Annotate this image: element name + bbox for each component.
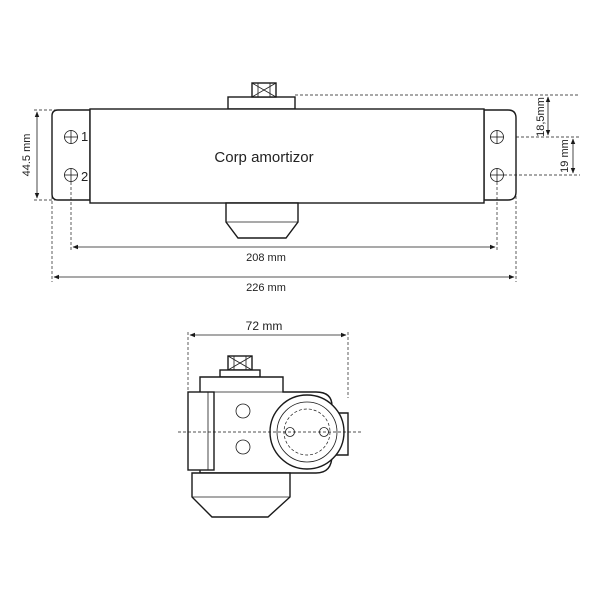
mounting-plate-left	[51, 109, 91, 201]
hole-label-1: 1	[81, 129, 88, 144]
side-hole-lower	[235, 439, 251, 455]
hole-1-right	[490, 130, 504, 144]
top-view: 1 2 Corp amortizor 44.5 mm 208 mm 226 mm…	[21, 82, 580, 294]
valve-housing	[225, 202, 299, 239]
spindle-block	[227, 96, 296, 110]
dim-height-label: 44.5 mm	[21, 134, 33, 177]
dim-inner-span-label: 208 mm	[246, 252, 286, 264]
dim-offset-top-label: 18,5mm	[535, 97, 547, 137]
body-label: Corp amortizor	[214, 149, 313, 166]
pinion-disc-outer	[269, 394, 345, 470]
dim-width-label: 72 mm	[246, 319, 283, 333]
hole-label-2: 2	[81, 169, 88, 184]
side-view: 72 mm	[178, 319, 362, 518]
side-valve	[191, 472, 291, 518]
hole-2-left	[64, 168, 78, 182]
hole-1-left	[64, 130, 78, 144]
side-hole-upper	[235, 403, 251, 419]
dim-overall-length-label: 226 mm	[246, 282, 286, 294]
dim-hole-spacing-label: 19 mm	[559, 139, 571, 173]
hole-2-right	[490, 168, 504, 182]
mounting-plate-right	[483, 109, 517, 201]
